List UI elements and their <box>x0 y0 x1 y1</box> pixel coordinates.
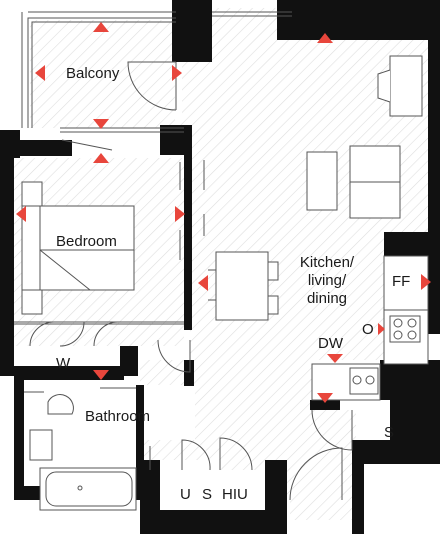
arrow-marker <box>93 370 109 380</box>
living-furniture <box>203 55 423 321</box>
arrow-marker <box>198 275 208 291</box>
storage-2-label: S <box>202 486 213 503</box>
arrow-marker <box>93 22 109 32</box>
storage-label: S <box>384 424 395 441</box>
hiu-label: HIU <box>222 486 248 503</box>
kitchen-label-line-2: living/ <box>307 272 347 289</box>
utility-label: U <box>180 486 191 503</box>
room-label-bedroom: Bedroom <box>56 233 117 250</box>
bedroom-furniture <box>14 162 184 325</box>
arrow-marker <box>317 393 333 403</box>
arrow-marker <box>16 206 26 222</box>
arrow-marker <box>378 323 385 335</box>
fridge-freezer-label: FF <box>392 273 411 290</box>
arrow-marker <box>93 153 109 163</box>
room-label-balcony: Balcony <box>66 65 120 82</box>
room-label-bathroom: Bathroom <box>85 408 151 425</box>
kitchen-label-line-1: Kitchen/ <box>299 254 355 271</box>
balcony-balustrade <box>21 11 292 133</box>
arrow-marker <box>93 119 109 129</box>
kitchen-label-line-3: dining <box>306 290 348 307</box>
floor-hatching <box>14 8 428 520</box>
bathroom-fittings <box>24 387 137 511</box>
arrow-marker <box>421 274 431 290</box>
oven-label: O <box>362 321 374 338</box>
arrow-marker <box>175 206 185 222</box>
dishwasher-label: DW <box>318 335 343 352</box>
room-label-kitchen-living-dining: Kitchen/ living/ dining <box>287 254 367 308</box>
direction-arrows <box>16 22 431 403</box>
arrow-marker <box>327 354 343 363</box>
arrow-marker <box>35 65 45 81</box>
arrow-marker <box>172 65 182 81</box>
arrow-marker <box>317 33 333 43</box>
kitchen-units <box>311 255 429 401</box>
room-label-wardrobe: W <box>56 355 71 372</box>
